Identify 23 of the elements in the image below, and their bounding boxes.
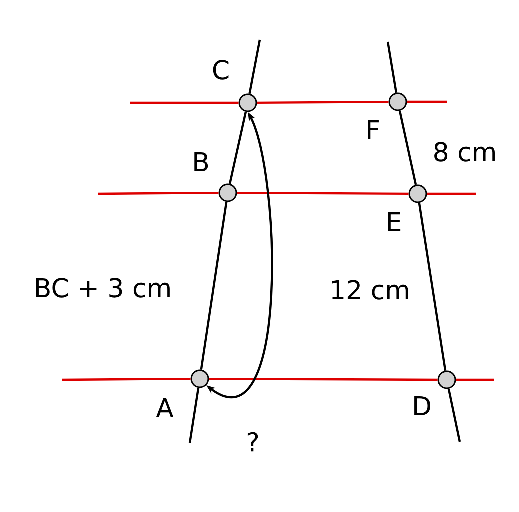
length-label: 8 cm bbox=[434, 142, 495, 162]
line-segment bbox=[237, 192, 409, 196]
point-marker bbox=[388, 92, 408, 112]
line-segment bbox=[257, 100, 389, 104]
point-label: C bbox=[213, 60, 229, 80]
point-label: F bbox=[368, 120, 379, 140]
line-segment bbox=[209, 378, 438, 382]
point-marker bbox=[238, 94, 258, 112]
line-segment bbox=[398, 110, 418, 186]
point-label: B bbox=[194, 152, 208, 172]
length-label: BC + 3 cm bbox=[36, 278, 170, 298]
point-marker bbox=[190, 370, 210, 388]
point-marker bbox=[408, 184, 428, 204]
point-label: A bbox=[156, 398, 174, 418]
point-marker bbox=[438, 370, 456, 390]
line-segment bbox=[418, 202, 447, 372]
edge-label: ? bbox=[245, 431, 261, 453]
line-segment bbox=[200, 202, 228, 370]
point-label: D bbox=[414, 396, 430, 416]
point-label: E bbox=[388, 212, 401, 232]
length-label: 12 cm bbox=[332, 280, 408, 300]
line-segment bbox=[228, 112, 248, 184]
point-marker bbox=[218, 184, 238, 202]
